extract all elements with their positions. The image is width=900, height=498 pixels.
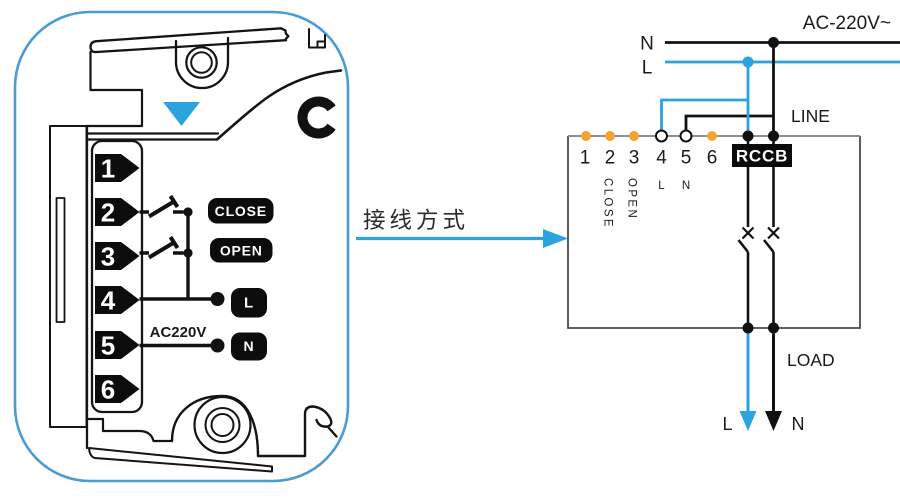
connector-arrow: 接线方式 <box>356 208 568 248</box>
live-tag-label: L <box>244 295 254 312</box>
rail-sublabel-l: L <box>658 180 665 192</box>
terminal-number-4: 4 <box>101 286 116 316</box>
terminal-dot-4 <box>655 129 668 143</box>
rail-number-2: 2 <box>605 148 616 169</box>
mount-hole-inner <box>190 51 213 74</box>
terminal-number-3: 3 <box>101 242 115 272</box>
rccb-tag <box>732 144 792 167</box>
terminal-number-1: 1 <box>101 154 115 184</box>
bottom-boss-mid <box>204 407 241 443</box>
mount-hole-outer <box>185 46 218 79</box>
top-right-detail <box>308 28 326 49</box>
connector-label: 接线方式 <box>363 208 469 233</box>
close-tag-label: CLOSE <box>215 203 267 219</box>
supply-neutral-label: N <box>640 34 654 55</box>
pointer-triangle-icon <box>163 102 200 126</box>
terminal-arrow-3 <box>95 242 140 270</box>
rail-number-6: 6 <box>707 148 718 169</box>
terminal-number-5: 5 <box>101 331 115 361</box>
device-frame <box>13 10 350 483</box>
terminal-number-6: 6 <box>101 375 115 405</box>
open-switch-icon <box>147 235 180 260</box>
live-tag <box>231 288 267 318</box>
rail-sublabel-open: OPEN <box>626 178 638 220</box>
terminal-tags: CLOSE OPEN L N <box>208 198 274 361</box>
terminal-arrows: 1 2 3 4 5 6 <box>95 154 140 405</box>
rccb-input-dot-n <box>768 130 779 142</box>
wiring-schematic: AC-220V~ N L <box>567 13 900 434</box>
terminal-number-2: 2 <box>101 198 115 228</box>
terminal-dot-6 <box>707 131 717 141</box>
breaker-contact-x-icon <box>767 226 780 240</box>
rail-terminals <box>581 129 779 143</box>
device-illustration: 1 2 3 4 5 6 AC220V CLOSE OPEN <box>13 10 350 483</box>
bottom-boss-inner <box>210 413 235 437</box>
terminal-dot-5 <box>679 129 693 143</box>
terminal-panel <box>90 139 144 414</box>
terminal-arrow-4 <box>95 286 140 314</box>
breaker-blade-n <box>762 239 775 253</box>
output-dot-l <box>742 322 754 334</box>
top-flange <box>89 27 290 54</box>
mount-lug <box>174 36 230 90</box>
terminal-arrow-6 <box>95 375 140 403</box>
output-n-label: N <box>792 414 805 434</box>
neutral-terminal-dot <box>210 338 225 353</box>
terminal-arrow-5 <box>95 331 140 359</box>
rail-number-4: 4 <box>656 148 667 169</box>
neutral-junction-dot <box>768 37 779 48</box>
device-voltage-label: AC220V <box>150 324 207 341</box>
terminal-dot-3 <box>629 131 639 141</box>
line-label: LINE <box>791 106 830 126</box>
terminal-dot-1 <box>581 131 591 141</box>
output-l-label: L <box>722 414 732 434</box>
supply-voltage-label: AC-220V~ <box>803 13 891 34</box>
rccb-input-dot-l <box>742 130 754 142</box>
live-junction-dot <box>742 56 754 68</box>
junction-dot <box>183 207 193 217</box>
enclosure-box <box>567 136 861 329</box>
terminal-arrow-2 <box>95 198 140 226</box>
live-terminal-dot <box>210 292 225 306</box>
body-top-lines <box>85 132 220 141</box>
output-dot-n <box>768 322 779 334</box>
rail-terminal-labels: 1 2 3 4 5 6 CLOSE OPEN L N <box>580 148 718 230</box>
close-tag <box>208 198 274 224</box>
bottom-face-lines <box>88 447 273 473</box>
breaker-contact-x-icon <box>741 226 755 240</box>
bottom-step <box>85 417 174 443</box>
junction-dot <box>183 248 193 258</box>
supply-live-label: L <box>642 58 653 79</box>
rail-number-1: 1 <box>580 148 591 169</box>
body-contour-wave <box>215 69 343 141</box>
terminal-dot-2 <box>605 131 615 141</box>
din-clip <box>49 125 88 428</box>
breaker-blade-l <box>737 239 750 253</box>
rail-number-5: 5 <box>681 148 692 169</box>
live-routing <box>660 62 750 136</box>
rccb-label: RCCB <box>736 147 788 166</box>
device-bottom <box>85 394 338 473</box>
neutral-routing <box>684 42 775 136</box>
crescent-detail <box>297 96 336 139</box>
neutral-tag <box>231 332 267 361</box>
open-tag-label: OPEN <box>220 242 263 258</box>
bottom-boss-outer <box>193 395 252 455</box>
rail-sublabel-n: N <box>682 180 690 192</box>
bracket-step <box>85 50 144 128</box>
connector-arrowhead-icon <box>543 229 568 248</box>
rail-number-3: 3 <box>629 148 640 169</box>
terminal-wiring: AC220V <box>139 194 225 353</box>
load-outputs: LOAD L N <box>722 322 835 434</box>
close-switch-icon <box>147 194 180 219</box>
neutral-tag-label: N <box>244 338 255 354</box>
rail-sublabel-close: CLOSE <box>602 178 614 229</box>
output-arrowhead-n-icon <box>765 411 782 431</box>
output-arrowhead-l-icon <box>739 411 757 431</box>
open-tag <box>210 238 273 263</box>
din-clip-slot <box>55 197 66 323</box>
load-label: LOAD <box>787 350 835 370</box>
terminal-arrow-1 <box>95 154 140 182</box>
